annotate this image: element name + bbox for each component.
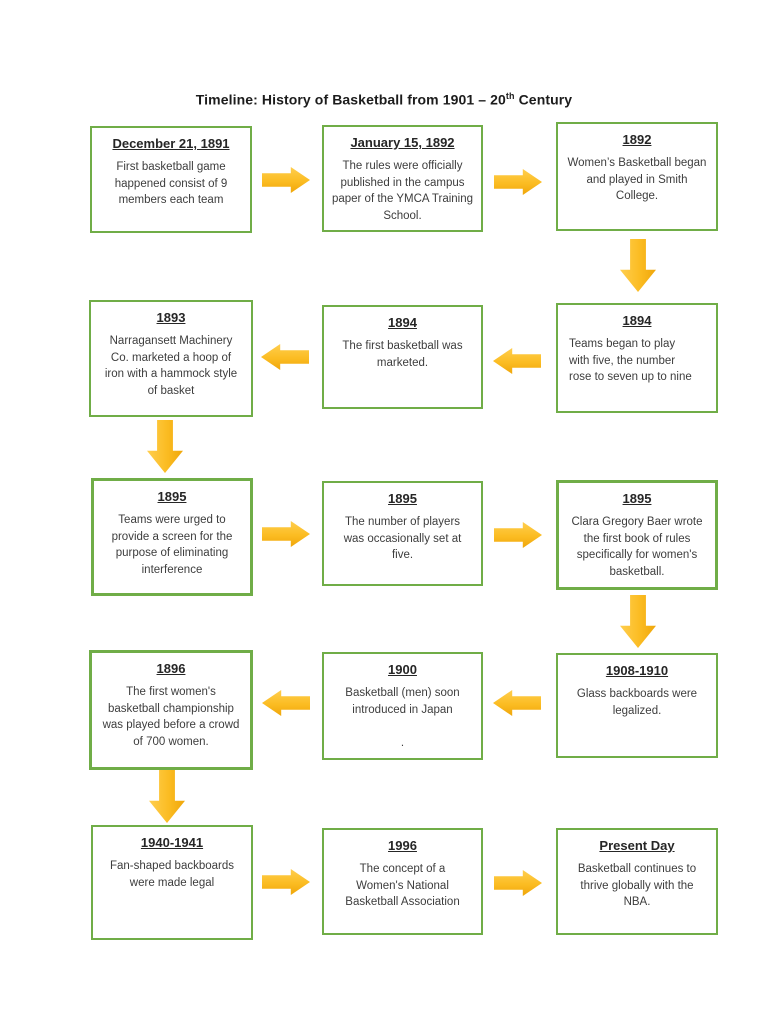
timeline-box-title: 1894 bbox=[622, 313, 652, 328]
timeline-box-title: 1908-1910 bbox=[605, 663, 669, 678]
arrow-right-icon bbox=[494, 870, 542, 896]
timeline-box-body: The number of players was occasionally s… bbox=[343, 516, 462, 562]
timeline-box-body: Teams were urged to provide a screen for… bbox=[111, 514, 233, 577]
timeline-box-1892: 1892 Women’s Basketball began and played… bbox=[556, 122, 718, 231]
timeline-box-body: Glass backboards were legalized. bbox=[576, 688, 698, 717]
page-title-superscript: th bbox=[505, 91, 515, 101]
arrow-left-icon bbox=[262, 690, 310, 716]
timeline-box-title: 1893 bbox=[156, 310, 186, 325]
timeline-box-title: 1940-1941 bbox=[140, 835, 204, 850]
timeline-box-1894-teams: 1894 Teams began to play with five, the … bbox=[556, 303, 718, 413]
timeline-box-1894-marketed: 1894 The first basketball was marketed. bbox=[322, 305, 483, 409]
timeline-box-body: Basketball continues to thrive globally … bbox=[577, 863, 697, 909]
timeline-box-title: 1900 bbox=[388, 662, 417, 677]
timeline-box-body: The concept of a Women's National Basket… bbox=[345, 863, 460, 909]
timeline-box-1893: 1893 Narragansett Machinery Co. marketed… bbox=[89, 300, 253, 417]
arrow-right-icon bbox=[494, 169, 542, 195]
timeline-box-jan-15-1892: January 15, 1892 The rules were official… bbox=[322, 125, 483, 232]
timeline-box-body: Teams began to play with five, the numbe… bbox=[569, 338, 692, 384]
arrow-right-icon bbox=[262, 869, 310, 895]
arrow-right-icon bbox=[494, 522, 542, 548]
timeline-box-body: The first women's basketball championshi… bbox=[102, 686, 240, 749]
timeline-box-body: Clara Gregory Baer wrote the first book … bbox=[571, 516, 703, 579]
timeline-box-title: 1996 bbox=[388, 838, 417, 853]
arrow-left-icon bbox=[261, 344, 309, 370]
timeline-box-dec-21-1891: December 21, 1891 First basketball game … bbox=[90, 126, 252, 233]
arrow-left-icon bbox=[493, 348, 541, 374]
timeline-box-body: First basketball game happened consist o… bbox=[114, 161, 228, 207]
timeline-box-title: 1896 bbox=[156, 661, 186, 676]
timeline-box-body: The first basketball was marketed. bbox=[342, 340, 463, 369]
timeline-box-title: 1895 bbox=[388, 491, 417, 506]
timeline-box-body: Narragansett Machinery Co. marketed a ho… bbox=[104, 335, 238, 398]
page-title: Timeline: History of Basketball from 190… bbox=[0, 91, 768, 108]
timeline-box-title: 1895 bbox=[622, 491, 652, 506]
timeline-box-1908-1910: 1908-1910 Glass backboards were legalize… bbox=[556, 653, 718, 758]
arrow-down-icon bbox=[620, 595, 656, 648]
timeline-box-body: The rules were officially published in t… bbox=[331, 160, 474, 223]
arrow-down-icon bbox=[149, 770, 185, 823]
page-title-suffix: Century bbox=[514, 91, 573, 108]
timeline-box-title: 1895 bbox=[157, 489, 187, 504]
arrow-right-icon bbox=[262, 167, 310, 193]
timeline-box-1896: 1896 The first women's basketball champi… bbox=[89, 650, 253, 770]
timeline-box-1895-baer: 1895 Clara Gregory Baer wrote the first … bbox=[556, 480, 718, 590]
timeline-box-body: Basketball (men) soon introduced in Japa… bbox=[345, 687, 460, 750]
timeline-box-1895-screen: 1895 Teams were urged to provide a scree… bbox=[91, 478, 253, 596]
timeline-box-1996: 1996 The concept of a Women's National B… bbox=[322, 828, 483, 935]
timeline-box-title: 1894 bbox=[388, 315, 417, 330]
timeline-box-title: Present Day bbox=[599, 838, 675, 853]
timeline-box-title: 1892 bbox=[622, 132, 652, 147]
timeline-box-title: January 15, 1892 bbox=[350, 135, 455, 150]
arrow-down-icon bbox=[147, 420, 183, 473]
page-title-text: Timeline: History of Basketball from 190… bbox=[195, 91, 506, 108]
timeline-box-body: Fan-shaped backboards were made legal bbox=[109, 860, 235, 889]
timeline-box-1940-1941: 1940-1941 Fan-shaped backboards were mad… bbox=[91, 825, 253, 940]
arrow-right-icon bbox=[262, 521, 310, 547]
arrow-left-icon bbox=[493, 690, 541, 716]
timeline-box-1900: 1900 Basketball (men) soon introduced in… bbox=[322, 652, 483, 760]
timeline-box-body: Women’s Basketball began and played in S… bbox=[567, 157, 707, 203]
timeline-box-present-day: Present Day Basketball continues to thri… bbox=[556, 828, 718, 935]
timeline-box-title: December 21, 1891 bbox=[112, 136, 230, 151]
arrow-down-icon bbox=[620, 239, 656, 292]
timeline-box-1895-players: 1895 The number of players was occasiona… bbox=[322, 481, 483, 586]
